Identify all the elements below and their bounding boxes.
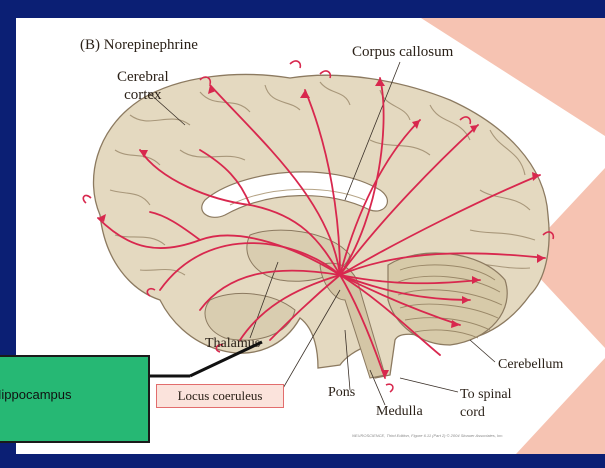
label-cerebellum: Cerebellum: [498, 357, 563, 373]
figure-title: (B) Norepinephrine: [80, 37, 198, 53]
label-medulla: Medulla: [376, 404, 423, 420]
hippocampus-callout: Hippocampus: [0, 355, 150, 443]
label-thalamus: Thalamus: [205, 336, 260, 352]
label-locus-coeruleus: Locus coeruleus: [156, 384, 284, 408]
label-cerebral-cortex: Cerebral cortex: [117, 68, 169, 104]
figure-citation: NEUROSCIENCE, Third Edition, Figure 6.11…: [352, 433, 503, 438]
label-to-spinal-cord: To spinal cord: [460, 386, 512, 422]
label-pons: Pons: [328, 385, 355, 401]
callout-text: Hippocampus: [0, 387, 142, 402]
label-corpus-callosum: Corpus callosum: [352, 44, 453, 60]
